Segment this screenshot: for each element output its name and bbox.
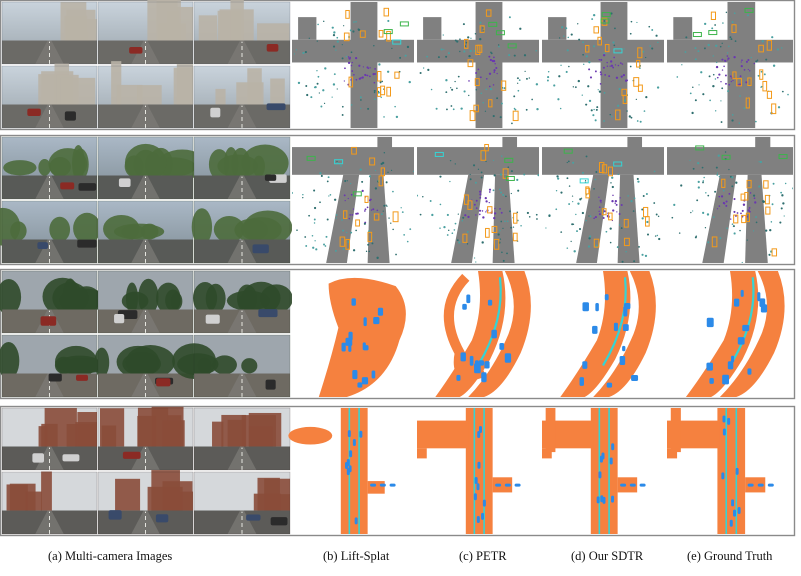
camera-image-r2-1 <box>1 136 98 200</box>
camera-image-r1-4 <box>1 63 98 129</box>
bev-map-r3-ground-truth <box>667 271 793 397</box>
camera-image-r4-5 <box>97 470 194 535</box>
bev-map-r4-ground-truth <box>667 408 793 534</box>
camera-image-r2-5 <box>97 200 194 264</box>
bev-map-r2-sdtr <box>542 137 664 263</box>
camera-image-r3-3 <box>192 270 293 334</box>
bev-map-r4-sdtr <box>542 408 664 534</box>
row-frame-2 <box>0 134 796 266</box>
bev-map-r1-petr <box>417 2 539 128</box>
camera-image-r4-6 <box>193 471 291 535</box>
camera-image-r2-3 <box>193 136 291 200</box>
camera-image-r4-1 <box>1 407 98 471</box>
bev-map-r1-lift-splat <box>292 2 414 128</box>
camera-image-r1-2 <box>97 0 194 65</box>
camera-image-r4-2 <box>97 406 194 471</box>
bev-map-r3-sdtr <box>542 271 664 397</box>
row-frame-4 <box>0 405 796 537</box>
camera-image-r1-5 <box>97 61 194 129</box>
camera-image-r3-1 <box>0 270 109 334</box>
caption-petr: (c) PETR <box>459 549 507 563</box>
bev-map-r2-lift-splat <box>292 137 414 263</box>
bev-map-r3-lift-splat <box>292 271 414 397</box>
bev-map-r3-petr <box>417 271 539 397</box>
camera-image-r4-4 <box>1 471 98 535</box>
camera-image-r3-6 <box>172 334 291 398</box>
row-frame-1 <box>0 0 796 131</box>
camera-image-r2-4 <box>0 200 101 264</box>
caption-lift-splat: (b) Lift-Splat <box>323 549 390 563</box>
camera-image-r1-1 <box>1 1 98 65</box>
caption-multi-camera: (a) Multi-camera Images <box>48 549 173 563</box>
camera-image-r2-6 <box>191 200 293 264</box>
bev-map-r2-petr <box>417 137 539 263</box>
bev-map-r4-lift-splat <box>288 408 414 534</box>
row-frame-3 <box>0 268 796 400</box>
camera-image-r3-2 <box>97 270 194 334</box>
caption-ground-truth: (e) Ground Truth <box>687 549 773 563</box>
camera-image-r3-4 <box>0 334 108 398</box>
bev-map-r2-ground-truth <box>667 137 793 263</box>
camera-image-r2-2 <box>97 136 208 200</box>
bev-map-r1-ground-truth <box>667 2 793 128</box>
bev-map-r4-petr <box>417 408 539 534</box>
camera-image-r4-3 <box>193 407 291 471</box>
caption-sdtr: (d) Our SDTR <box>571 549 644 563</box>
bev-map-r1-sdtr <box>542 2 664 128</box>
camera-image-r1-3 <box>193 0 291 65</box>
camera-image-r1-6 <box>193 65 291 129</box>
